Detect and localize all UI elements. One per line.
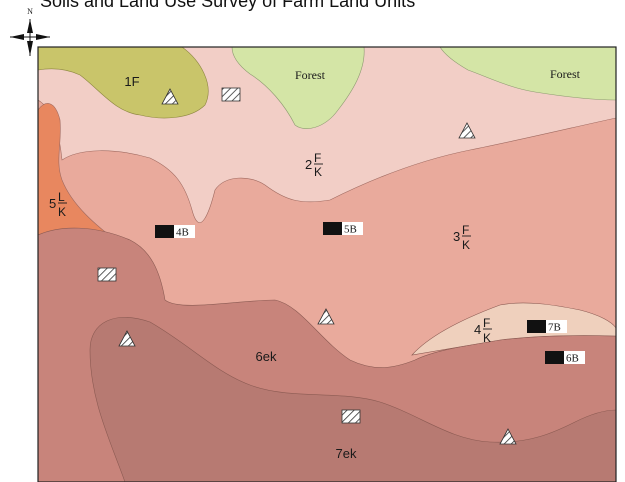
forest-right-label: Forest [550,67,581,81]
hatched-triangle-icon [499,428,517,445]
svg-text:5B: 5B [344,224,357,236]
forest-right-area [439,47,616,101]
hatched-square-icon [341,409,361,424]
svg-text:F: F [314,151,321,165]
zone-6-label: 6ek [256,349,277,364]
zone-2-label: 2 F K [305,151,323,179]
bore-6b: 6B [545,351,585,365]
zone-7-area [89,317,616,482]
svg-text:4: 4 [474,322,481,337]
zone-5-area [38,103,123,246]
zone-4-label: 4 F K [474,316,492,345]
hatched-triangle-icon [161,88,179,105]
svg-text:L: L [58,190,65,204]
zone-3-label: 3 F K [453,223,471,252]
bore-7b: 7B [527,320,567,334]
bore-5b: 5B [323,222,363,236]
zone-4-area [411,302,616,356]
header-text: Soils and Land Use Survey of Farm Land U… [40,0,416,11]
hatched-triangle-icon [458,122,476,139]
forest-left-label: Forest [295,68,326,82]
svg-text:7B: 7B [548,322,561,334]
north-arrow-icon: N [10,7,50,56]
svg-text:5: 5 [49,196,56,211]
svg-text:F: F [483,316,490,330]
svg-text:K: K [483,331,491,345]
svg-text:6B: 6B [566,353,579,365]
hatched-triangle-icon [118,330,136,347]
zone-1f-label: 1F [124,74,139,89]
svg-text:F: F [462,223,469,237]
header-strip: Soils and Land Use Survey of Farm Land U… [0,0,625,14]
map-frame [37,46,617,482]
hatched-triangle-icon [317,308,335,325]
hatched-square-icon [221,87,241,102]
forest-left-area [231,47,365,129]
hatched-square-icon [97,267,117,282]
svg-text:4B: 4B [176,227,189,239]
zone-7-label: 7ek [336,446,357,461]
svg-text:K: K [314,165,322,179]
svg-text:K: K [58,205,66,219]
svg-text:2: 2 [305,157,312,172]
svg-text:K: K [462,238,470,252]
zone-5-label: 5 L K [49,190,67,219]
north-label: N [27,7,33,16]
bore-4b: 4B [155,225,195,239]
svg-text:3: 3 [453,229,460,244]
